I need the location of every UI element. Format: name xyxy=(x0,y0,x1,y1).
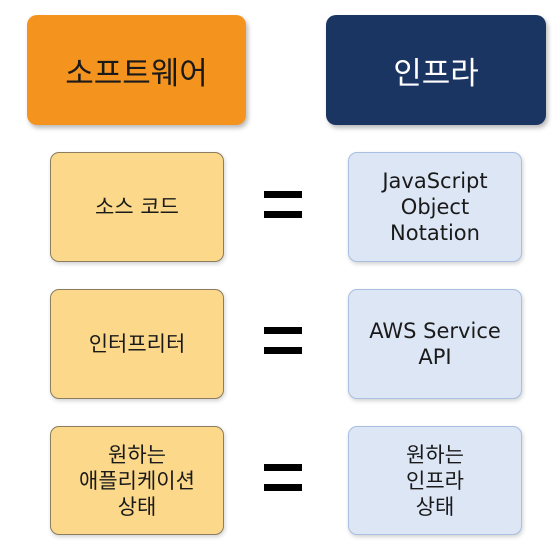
equals-bar-bottom xyxy=(264,484,302,491)
box-line: Object xyxy=(400,195,470,219)
equals-sign xyxy=(264,464,302,492)
box-line: 상태 xyxy=(117,494,157,519)
box-line: 인터프리터 xyxy=(88,332,186,356)
box-line: 원하는 xyxy=(406,442,464,467)
box-line: 인프라 xyxy=(406,468,464,493)
box-line: 소스 코드 xyxy=(95,195,179,219)
infrastructure-header: 인프라 xyxy=(326,15,546,125)
equals-bar-top xyxy=(264,327,302,334)
box-line: JavaScript xyxy=(382,169,488,193)
equals-sign xyxy=(264,327,302,355)
equals-sign xyxy=(264,191,302,219)
equals-bar-top xyxy=(264,464,302,471)
software-header: 소프트웨어 xyxy=(27,15,246,125)
box-line: 애플리케이션 xyxy=(79,468,195,493)
box-line: AWS Service xyxy=(369,319,501,343)
software-box-source-code: 소스 코드 xyxy=(50,152,224,262)
equals-bar-bottom xyxy=(264,347,302,354)
infra-box-desired-infra-state: 원하는 인프라 상태 xyxy=(348,426,522,535)
box-line: 원하는 xyxy=(108,442,166,467)
software-box-interpreter: 인터프리터 xyxy=(50,289,224,399)
infra-box-aws-api: AWS Service API xyxy=(348,289,522,399)
box-line: API xyxy=(418,345,452,369)
infra-box-json: JavaScript Object Notation xyxy=(348,152,522,262)
equals-bar-top xyxy=(264,191,302,198)
software-box-desired-app-state: 원하는 애플리케이션 상태 xyxy=(50,426,224,535)
box-line: Notation xyxy=(390,221,480,245)
box-line: 상태 xyxy=(415,494,455,519)
equals-bar-bottom xyxy=(264,211,302,218)
